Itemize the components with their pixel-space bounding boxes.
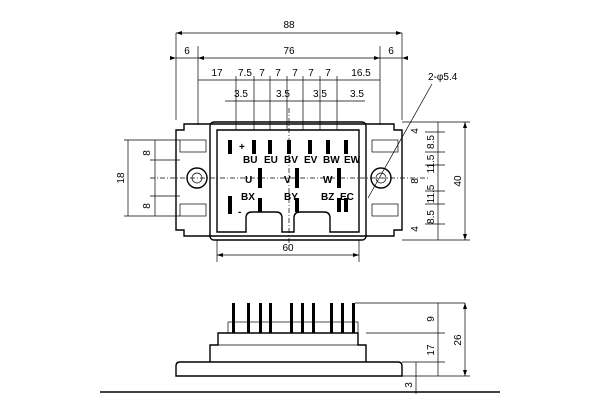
dim-right-4-top: 4 [410,128,421,134]
dim-76: 76 [283,46,295,57]
dim-right-40: 40 [453,175,464,187]
dim-60: 60 [282,243,294,254]
terminal-label-ec: EC [340,192,354,203]
dim-right-11.5-bottom: 11.5 [426,184,437,203]
terminal-label-w: W [323,175,333,186]
dim-pin-spacing-5: 7 [292,68,298,79]
dim-left-8-bottom: 8 [142,203,153,209]
terminal-label-ew: EW [344,155,361,166]
dim-right-11.5-top: 11.5 [426,154,437,173]
dim-pin-spacing-3: 7 [259,68,265,79]
hole-callout: 2-φ5.4 [428,72,458,83]
dim-pin-spacing-8: 16.5 [351,68,371,79]
dim-offset-3: 3.5 [313,89,327,100]
dim-side-26: 26 [453,334,464,346]
dim-pin-spacing-4: 7 [275,68,281,79]
terminal-label-bu: BU [243,155,257,166]
terminal-label-plus: + [239,142,245,153]
module-top-body [175,121,403,241]
dim-offset-2: 3.5 [276,89,290,100]
hole-leader-line [367,83,433,199]
terminal-label-ev: EV [304,155,318,166]
terminal-label-eu: EU [264,155,278,166]
dim-6-left: 6 [184,46,190,57]
terminal-label-bw: BW [323,155,340,166]
dim-offset-1: 3.5 [234,89,248,100]
terminal-label-minus: - [238,207,241,218]
dim-side-17: 17 [426,344,437,356]
dim-88: 88 [283,20,295,31]
dim-side-3: 3 [404,382,415,388]
module-side-body [175,303,403,377]
terminal-label-v: V [284,175,291,186]
dim-offset-4: 3.5 [350,89,364,100]
dim-pin-spacing-1: 17 [211,68,223,79]
dim-right-8.5-bottom: 8.5 [426,210,437,224]
terminal-label-bx: BX [241,192,255,203]
dim-left-8-top: 8 [142,150,153,156]
terminal-label-u: U [245,175,252,186]
terminal-pins-top-row [228,140,348,214]
dim-pin-spacing-6: 7 [308,68,314,79]
dim-side-9: 9 [426,316,437,322]
dim-right-8: 8 [410,178,421,184]
side-view-terminal-pins [227,303,359,334]
dim-right-4-bottom: 4 [410,226,421,232]
dim-pin-spacing-7: 7 [325,68,331,79]
dim-left-18: 18 [116,172,127,184]
terminal-label-bz: BZ [321,192,334,203]
dim-pin-spacing-2: 7.5 [238,68,252,79]
dim-right-8.5-top: 8.5 [426,135,437,149]
terminal-label-bv: BV [284,155,298,166]
terminal-label-by: BY [284,192,298,203]
dim-6-right: 6 [388,46,394,57]
